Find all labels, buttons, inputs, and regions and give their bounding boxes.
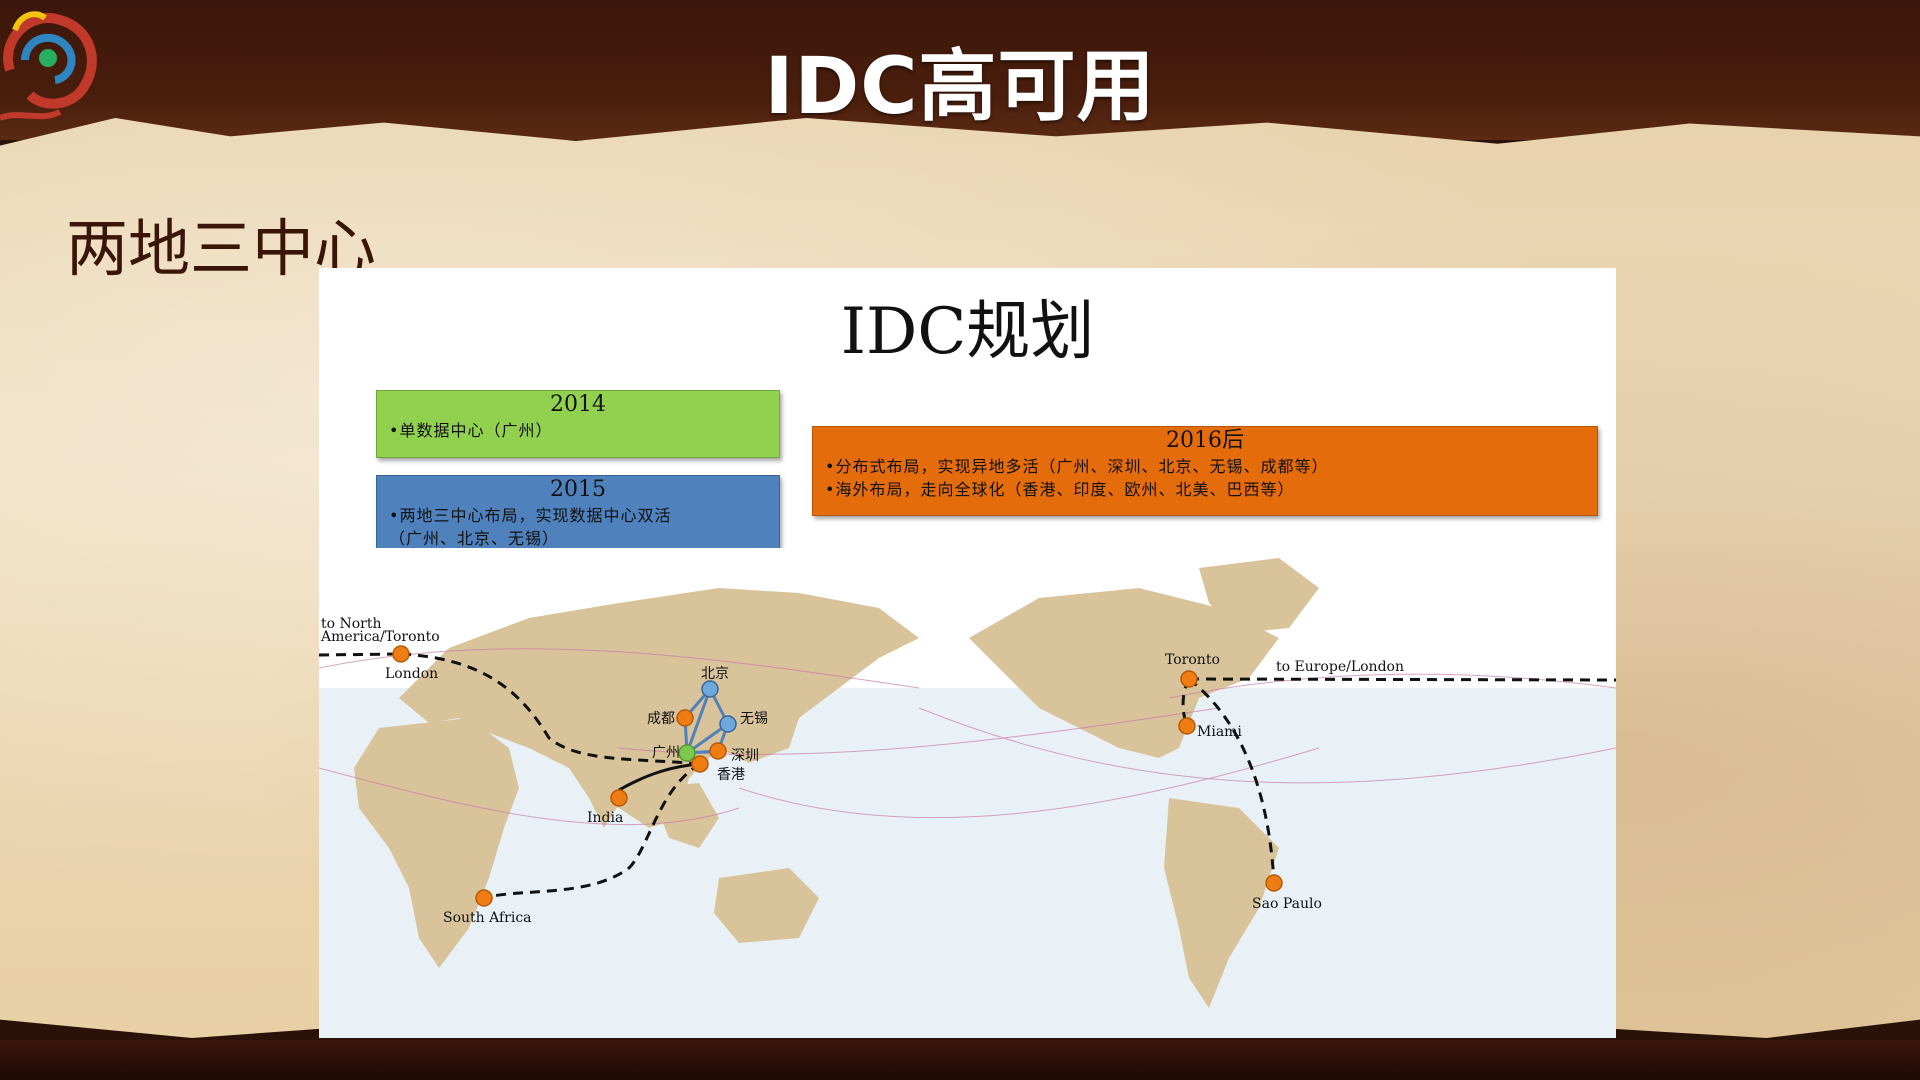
- nodes: [392, 645, 1283, 907]
- landmass-eurasia: [399, 588, 919, 828]
- label-india: India: [587, 810, 623, 826]
- node-beijing: [701, 680, 719, 698]
- label-chengdu: 成都: [647, 711, 675, 727]
- node-shenzhen: [709, 742, 727, 760]
- box-2014-line-1: •单数据中心（广州）: [389, 421, 553, 440]
- landmass-australia: [714, 868, 819, 943]
- box-2015-line-1: •两地三中心布局，实现数据中心双活: [389, 506, 672, 525]
- landmass-south-america: [1164, 798, 1279, 1008]
- box-2016: 2016后 •分布式布局，实现异地多活（广州、深圳、北京、无锡、成都等） •海外…: [812, 426, 1598, 516]
- landmass-india: [569, 758, 629, 828]
- label-south-africa: South Africa: [443, 910, 532, 926]
- label-america-toronto: America/Toronto: [320, 629, 440, 645]
- footer-band: [0, 1040, 1920, 1080]
- node-wuxi: [719, 715, 737, 733]
- box-2016-line-1: •分布式布局，实现异地多活（广州、深圳、北京、无锡、成都等）: [825, 457, 1329, 476]
- world-map: to North America/Toronto London 北京 成都 无锡…: [319, 548, 1616, 1038]
- landmass-greenland: [1199, 558, 1319, 633]
- submarine-cables: [319, 648, 1616, 826]
- label-to-europe: to Europe/London: [1276, 659, 1404, 675]
- label-toronto: Toronto: [1165, 652, 1220, 668]
- slide-title: IDC高可用: [764, 42, 1156, 132]
- label-london: London: [385, 666, 438, 682]
- landmass-southeast-asia: [649, 783, 719, 848]
- box-2014-year: 2014: [550, 392, 606, 417]
- node-sao-paulo: [1265, 874, 1283, 892]
- node-guangzhou: [678, 744, 696, 762]
- node-india: [610, 789, 628, 807]
- box-2016-year: 2016后: [1166, 428, 1244, 453]
- ornament-logo-icon: [0, 11, 97, 121]
- label-to-north: to North: [321, 616, 382, 632]
- node-south-africa: [475, 889, 493, 907]
- node-chengdu: [676, 709, 694, 727]
- label-miami: Miami: [1197, 724, 1242, 740]
- label-hongkong: 香港: [717, 767, 745, 783]
- node-toronto: [1180, 670, 1198, 688]
- box-2015-line-2: （广州、北京、无锡）: [389, 529, 560, 548]
- label-shenzhen: 深圳: [731, 748, 759, 764]
- label-sao-paulo: Sao Paulo: [1252, 896, 1322, 912]
- label-beijing: 北京: [701, 666, 729, 682]
- idc-plan-panel: IDC规划 2014 •单数据中心（广州） 2015 •两地三中心布局，实现数据…: [319, 268, 1616, 1038]
- box-2014: 2014 •单数据中心（广州）: [376, 390, 780, 458]
- label-wuxi: 无锡: [740, 711, 768, 727]
- node-miami: [1178, 717, 1196, 735]
- box-2015-year: 2015: [550, 477, 606, 502]
- node-london: [392, 645, 410, 663]
- landmass-africa: [354, 718, 519, 968]
- header-band: [0, 0, 1920, 140]
- panel-title: IDC规划: [840, 295, 1095, 369]
- node-hongkong: [691, 755, 709, 773]
- label-guangzhou: 广州: [652, 745, 680, 761]
- landmass-north-america: [969, 588, 1279, 758]
- box-2016-line-2: •海外布局，走向全球化（香港、印度、欧州、北美、巴西等）: [825, 480, 1295, 499]
